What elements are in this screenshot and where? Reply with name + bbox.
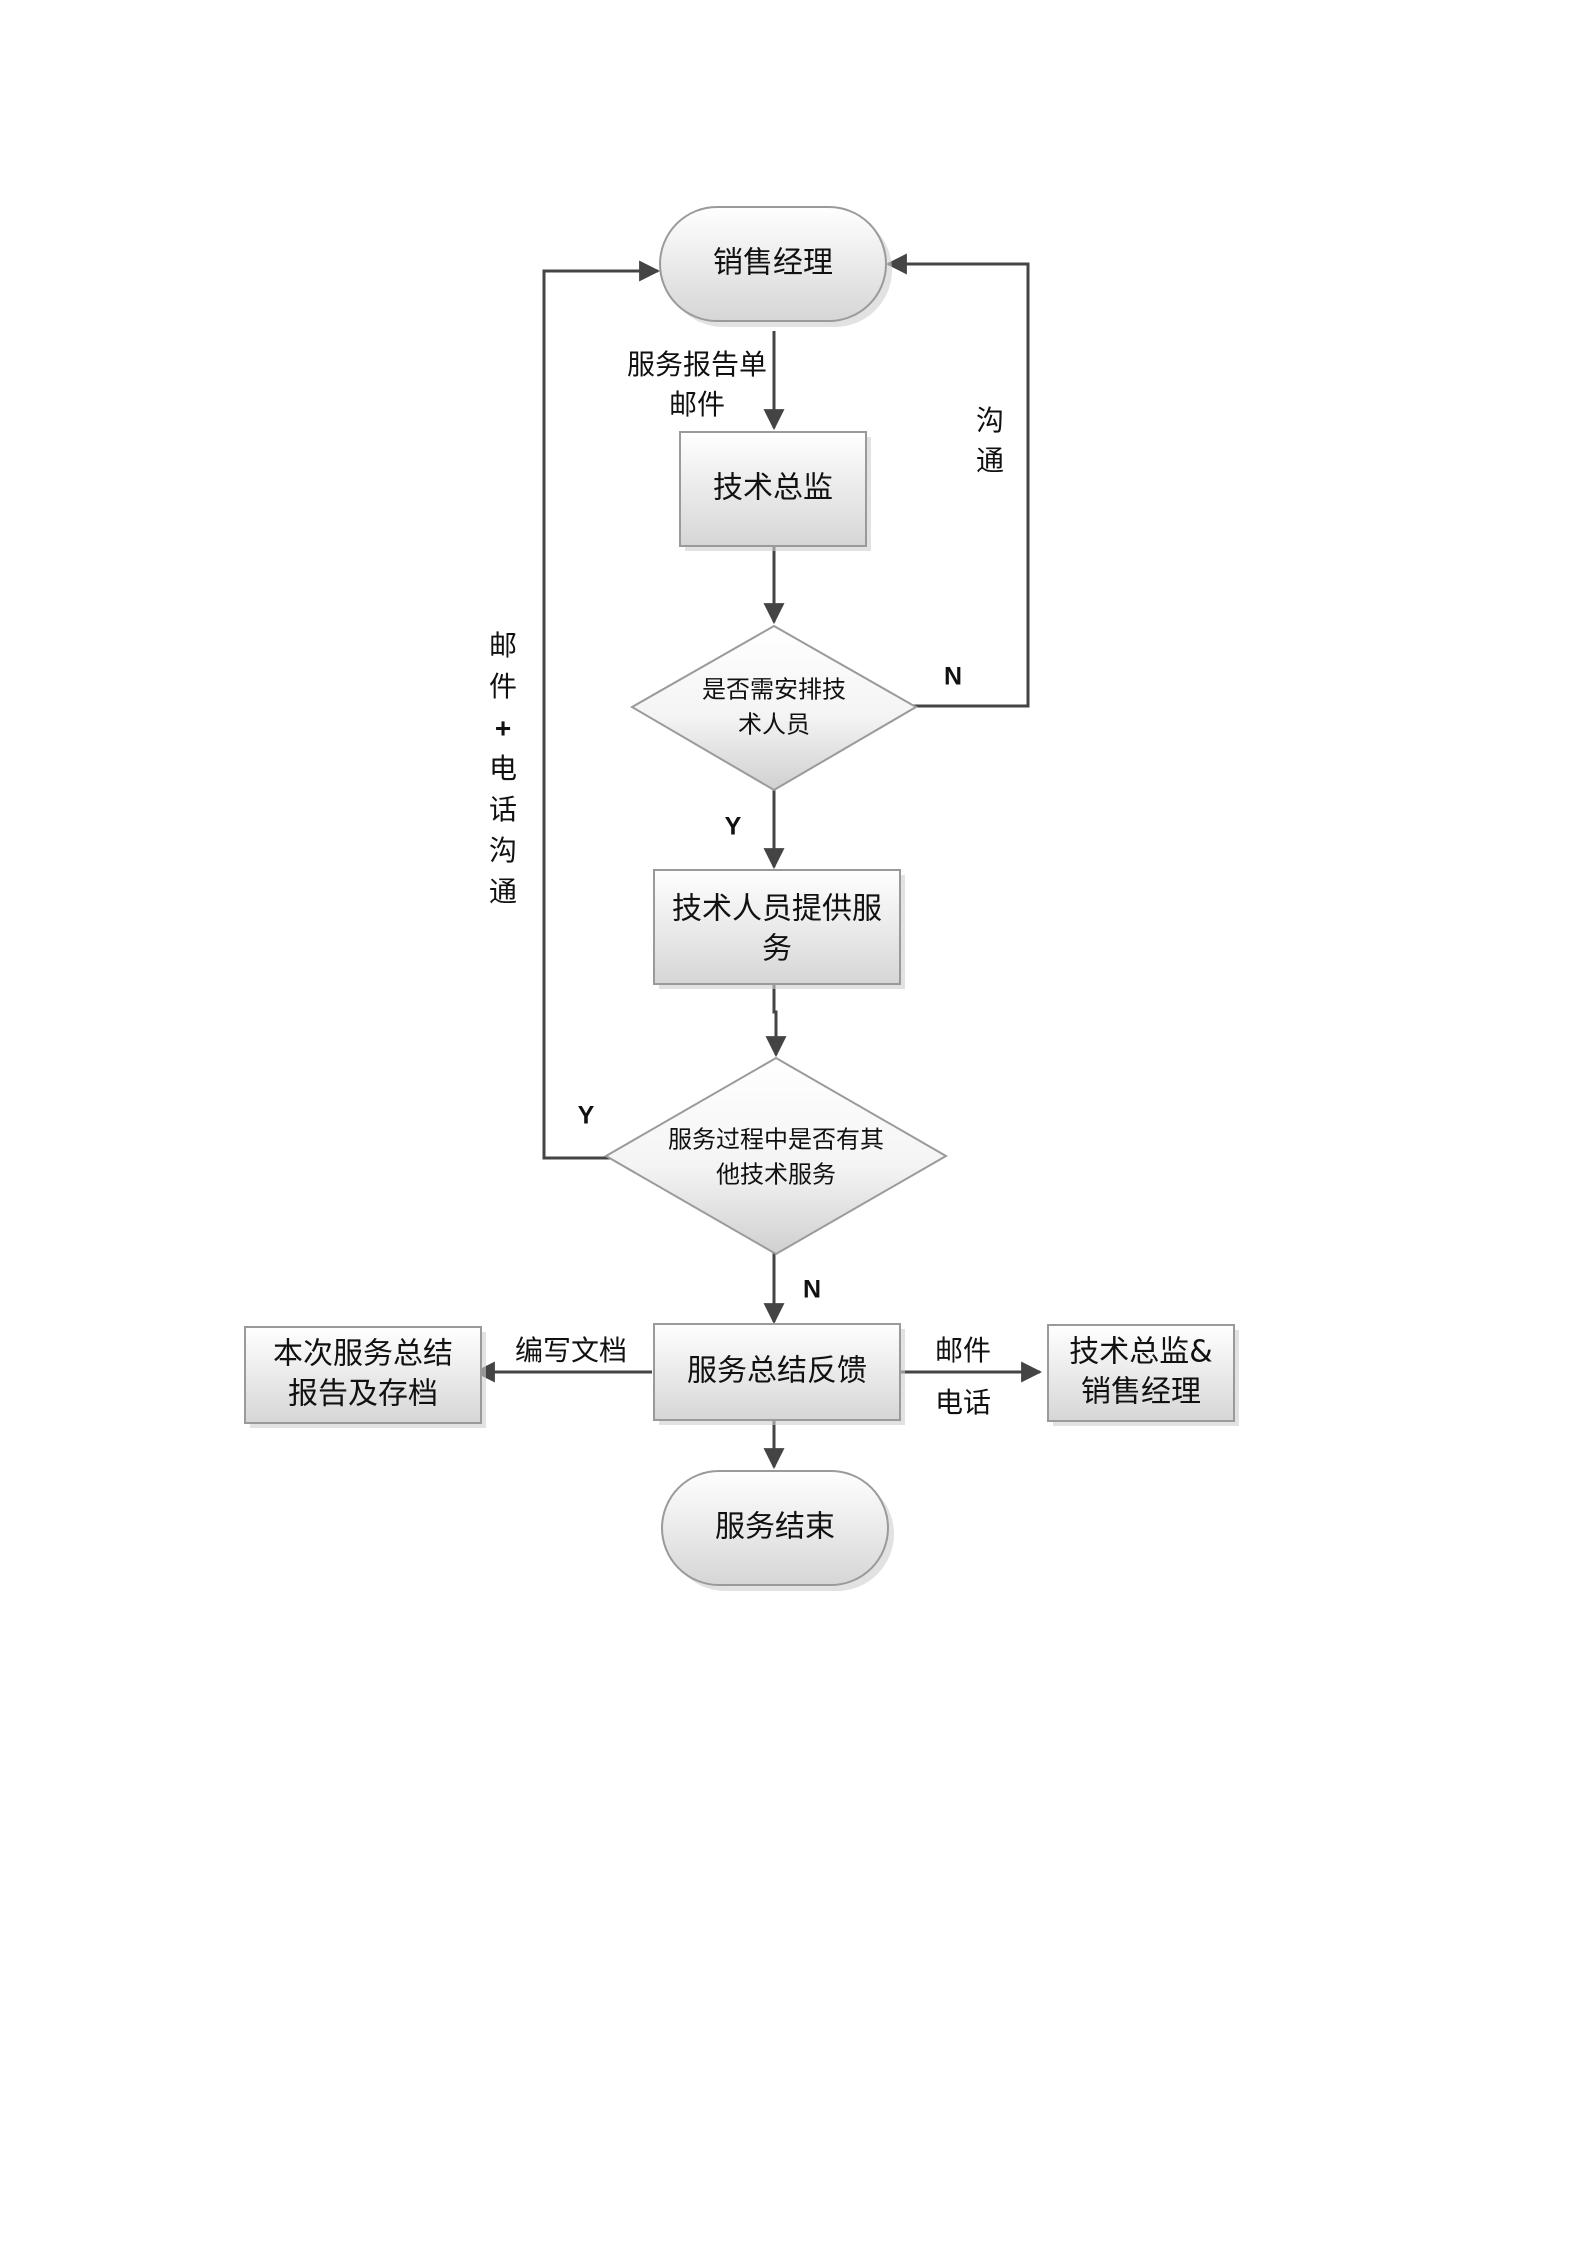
- edge-yes-loop: [542, 260, 661, 1160]
- label-report-email-line2: 邮件: [669, 388, 725, 421]
- label-email-phone-2: 件: [489, 670, 517, 703]
- label-no-2: N: [803, 1276, 821, 1304]
- edge-labels: 服务报告单 邮件 沟 通 邮 件 + 电 话 沟 通 N Y Y N 编写文档 …: [489, 348, 1004, 1419]
- label-email-phone-3: +: [495, 712, 511, 743]
- tech-staff-service-line2: 务: [762, 932, 792, 967]
- report-archive-line1: 本次服务总结: [273, 1337, 453, 1372]
- director-and-manager-line2: 销售经理: [1081, 1375, 1201, 1410]
- tech-staff-service-line1: 技术人员提供服: [672, 892, 882, 927]
- report-archive-line2: 报告及存档: [288, 1377, 438, 1412]
- edge-no-loop: [885, 253, 1030, 708]
- node-decision-other: 服务过程中是否有其 他技术服务: [603, 1056, 949, 1256]
- label-yes-2: Y: [578, 1102, 595, 1130]
- label-communicate-line2: 通: [976, 444, 1004, 477]
- decision-arrange-line2: 术人员: [738, 711, 810, 739]
- node-director-and-manager: 技术总监& 销售经理: [1047, 1324, 1239, 1426]
- node-sales-manager: 销售经理: [659, 206, 892, 327]
- label-email-phone-6: 沟: [489, 834, 517, 867]
- node-tech-director: 技术总监: [679, 431, 871, 551]
- decision-other-line2: 他技术服务: [716, 1161, 836, 1189]
- label-report-email-line1: 服务报告单: [627, 348, 767, 381]
- edges: [473, 253, 1043, 1470]
- edge-service-to-decision2: [765, 985, 787, 1058]
- node-decision-arrange: 是否需安排技 术人员: [630, 624, 918, 792]
- label-yes-1: Y: [725, 813, 742, 841]
- summary-feedback-label: 服务总结反馈: [687, 1354, 867, 1389]
- sales-manager-label: 销售经理: [713, 246, 833, 281]
- label-write-doc: 编写文档: [515, 1334, 627, 1367]
- node-service-end: 服务结束: [661, 1470, 894, 1591]
- label-mail-phone-line1: 邮件: [935, 1334, 991, 1367]
- node-report-archive: 本次服务总结 报告及存档: [244, 1326, 486, 1428]
- tech-director-label: 技术总监: [713, 471, 833, 506]
- decision-arrange-line1: 是否需安排技: [702, 676, 846, 704]
- label-email-phone-7: 通: [489, 875, 517, 908]
- node-tech-staff-service: 技术人员提供服 务: [653, 869, 905, 989]
- director-and-manager-line1: 技术总监&: [1069, 1335, 1212, 1370]
- label-email-phone-1: 邮: [489, 629, 517, 662]
- label-communicate-line1: 沟: [976, 404, 1004, 437]
- node-summary-feedback: 服务总结反馈: [653, 1323, 905, 1425]
- label-no-1: N: [944, 663, 962, 691]
- decision-other-line1: 服务过程中是否有其: [668, 1126, 884, 1154]
- service-end-label: 服务结束: [715, 1510, 835, 1545]
- label-email-phone-4: 电: [489, 752, 517, 785]
- label-mail-phone-line2: 电话: [935, 1386, 991, 1419]
- label-email-phone-5: 话: [489, 793, 517, 826]
